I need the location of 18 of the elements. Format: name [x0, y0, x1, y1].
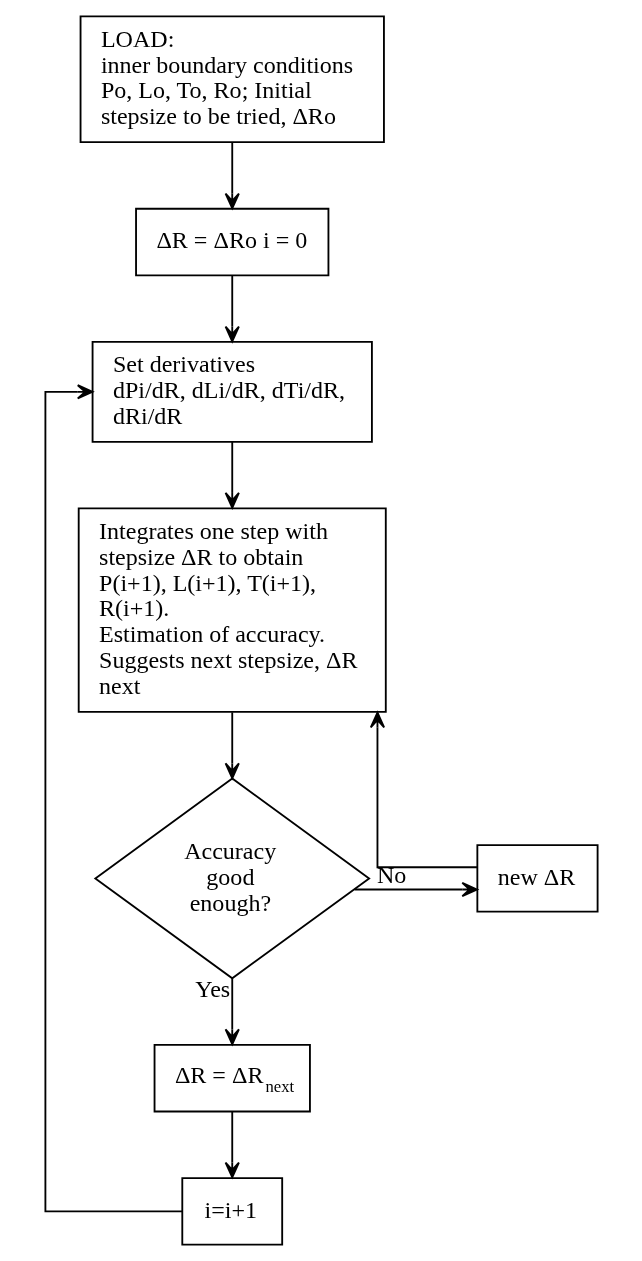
arrow [224, 141, 240, 210]
node-box: Set derivatives dPi/dR, dLi/dR, dTi/dR, dRi/dR [91, 341, 373, 443]
arrow [43, 384, 183, 1213]
arrow [369, 711, 478, 869]
node-box: LOAD: inner boundary conditions Po, Lo, To, Ro; Initial stepsize to be tried, ΔRo [79, 15, 385, 144]
node-box: new ΔR [475, 844, 599, 913]
arrow [224, 1110, 240, 1179]
arrow [224, 441, 240, 509]
arrow [224, 711, 240, 780]
node-box: Integrates one step with stepsize ΔR to obtain P(i+1), L(i+1), T(i+1), R(i+1). Estimation of accuracy. Suggests next stepsize, ΔR next [77, 507, 387, 713]
node-box: i=i+1 [180, 1177, 283, 1246]
arrow [224, 275, 240, 343]
node-diamond: Accuracy good enough? [93, 777, 371, 980]
arrow [353, 881, 478, 898]
node-box: ΔR = ΔR$_{next}$ [153, 1043, 311, 1113]
arrow [224, 977, 240, 1046]
node-box: ΔR = ΔRo i = 0 [134, 207, 329, 277]
edge-label: No [376, 861, 406, 888]
